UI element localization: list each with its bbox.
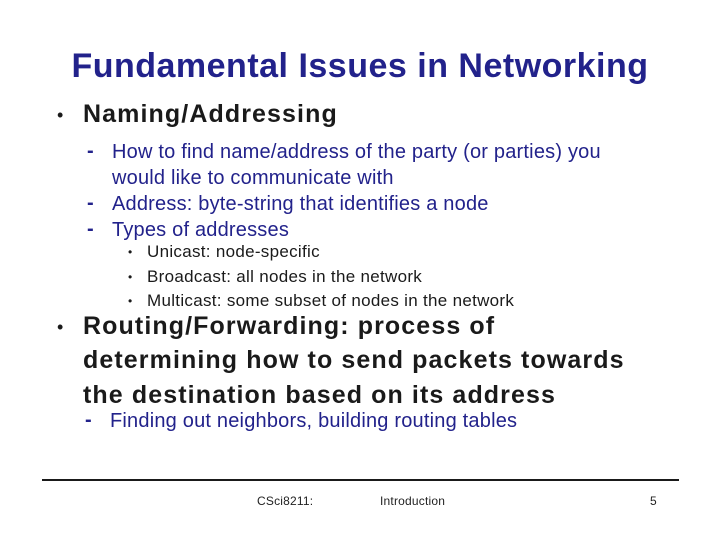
footer-divider-line xyxy=(42,479,679,481)
sub-bullet-line: would like to communicate with xyxy=(112,167,394,189)
sub-sub-bullet-line: Multicast: some subset of nodes in the n… xyxy=(147,291,515,310)
bullet-item-line: determining how to send packets towards xyxy=(83,346,625,374)
sub-bullet-line: Finding out neighbors, building routing … xyxy=(110,410,518,432)
footer-section-label: Introduction xyxy=(380,494,446,508)
sub-bullet-line: Address: byte-string that identifies a n… xyxy=(112,193,489,215)
bullet-dot-marker: • xyxy=(128,245,133,259)
sub-bullet-line: How to find name/address of the party (o… xyxy=(112,141,601,163)
bullet-item-line: the destination based on its address xyxy=(83,381,557,409)
footer-page-number: 5 xyxy=(650,494,657,508)
footer-course-label: CSci8211: xyxy=(257,494,314,508)
bullet-dot-marker: • xyxy=(128,270,133,284)
slide-title: Fundamental Issues in Networking xyxy=(71,47,649,85)
bullet-dot-marker: • xyxy=(128,294,133,308)
sub-sub-bullet-line: Unicast: node-specific xyxy=(147,242,320,261)
dash-marker: - xyxy=(87,192,94,214)
bullet-dot-marker: • xyxy=(57,105,64,125)
bullet-item-label: Naming/Addressing xyxy=(83,100,338,128)
dash-marker: - xyxy=(85,409,92,431)
bullet-dot-marker: • xyxy=(57,317,64,337)
sub-bullet-line: Types of addresses xyxy=(112,219,290,241)
sub-sub-bullet-line: Broadcast: all nodes in the network xyxy=(147,267,423,286)
bullet-item-line: Routing/Forwarding: process of xyxy=(83,312,496,340)
dash-marker: - xyxy=(87,218,94,240)
dash-marker: - xyxy=(87,140,94,162)
